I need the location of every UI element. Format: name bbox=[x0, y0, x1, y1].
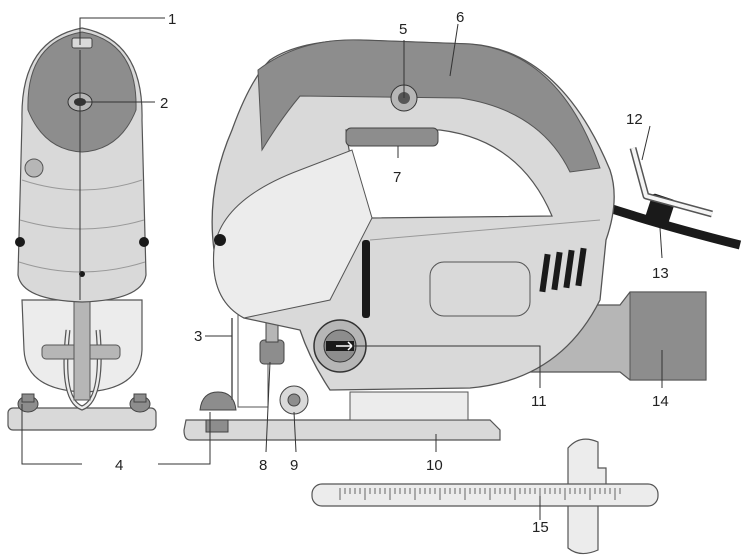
callout-1: 1 bbox=[168, 11, 176, 28]
parallel-guide bbox=[311, 438, 659, 555]
front-top-cap bbox=[27, 31, 137, 153]
side-vents bbox=[539, 247, 587, 293]
front-top-switch bbox=[71, 37, 93, 49]
callout-6: 6 bbox=[456, 9, 464, 26]
side-base-riser bbox=[349, 391, 469, 421]
side-view bbox=[183, 39, 742, 441]
callout-5: 5 bbox=[399, 21, 407, 38]
leader-lines bbox=[21, 17, 663, 520]
callout-14: 14 bbox=[652, 393, 669, 410]
callout-2: 2 bbox=[160, 95, 168, 112]
side-vent-panel bbox=[429, 261, 531, 317]
callout-4: 4 bbox=[115, 457, 123, 474]
front-view bbox=[7, 27, 157, 431]
callout-15: 15 bbox=[532, 519, 549, 536]
callout-numbers: 1 2 3 4 5 6 7 8 9 10 11 12 13 14 15 bbox=[115, 9, 669, 536]
callout-12: 12 bbox=[626, 111, 643, 128]
side-base-knob bbox=[199, 391, 237, 411]
side-blade-clamp bbox=[259, 339, 285, 365]
callout-7: 7 bbox=[393, 169, 401, 186]
callout-11: 11 bbox=[531, 393, 547, 410]
parallel-guide-ruler bbox=[311, 483, 659, 507]
callout-10: 10 bbox=[426, 457, 443, 474]
callout-9: 9 bbox=[290, 457, 298, 474]
callout-3: 3 bbox=[194, 328, 202, 345]
side-handle-top bbox=[257, 39, 601, 173]
side-trigger bbox=[345, 127, 439, 147]
ruler-ticks bbox=[339, 488, 621, 500]
callout-13: 13 bbox=[652, 265, 669, 282]
callout-8: 8 bbox=[259, 457, 267, 474]
side-base-plate bbox=[183, 419, 501, 441]
